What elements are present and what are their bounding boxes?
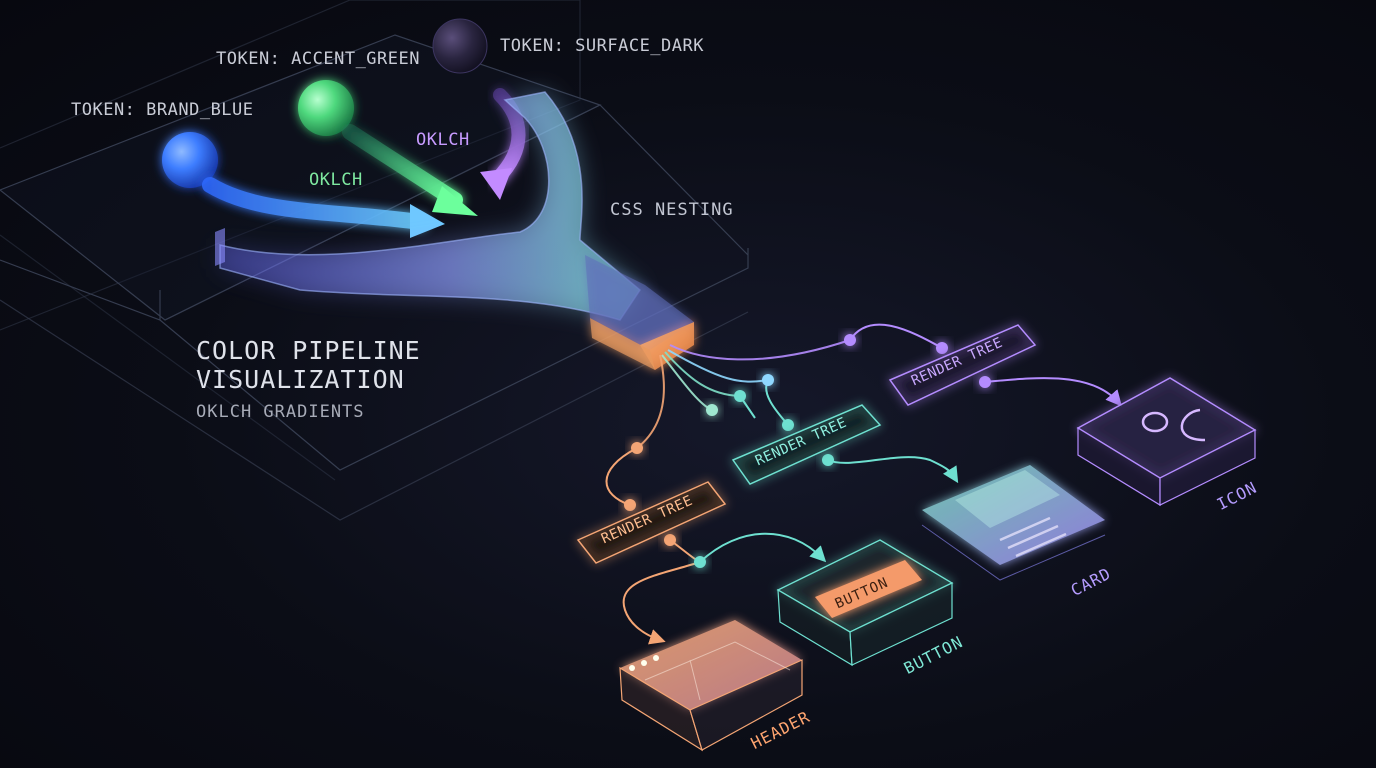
node-dot (936, 342, 948, 354)
node-dot (631, 442, 643, 454)
surface-dark-token-ball (432, 18, 488, 74)
button-component (776, 539, 954, 667)
accent-green-token-label: TOKEN: ACCENT_GREEN (216, 49, 420, 69)
title-line-2: VISUALIZATION (196, 365, 405, 394)
surface-dark-token-label: TOKEN: SURFACE_DARK (500, 36, 704, 56)
render-tree-box-teal (731, 404, 882, 485)
button-inner-pill (815, 560, 922, 618)
main-pipeline-tube (215, 91, 641, 321)
node-dot (706, 404, 718, 416)
node-dot (624, 499, 636, 511)
node-dot (782, 419, 794, 431)
brand-blue-token-label: TOKEN: BRAND_BLUE (71, 100, 254, 120)
branch-wires (636, 339, 851, 449)
surface-dark-token-name: SURFACE_DARK (575, 36, 704, 56)
node-dot (979, 376, 991, 388)
node-dot (694, 556, 706, 568)
blue-flow-arrowhead (410, 204, 445, 238)
title-line-1: COLOR PIPELINE (196, 336, 421, 365)
node-dot (664, 534, 676, 546)
icon-component (1076, 377, 1257, 507)
purple-flow-arrowhead (480, 168, 512, 200)
card-component (921, 465, 1106, 581)
token-prefix: TOKEN: (71, 100, 147, 120)
render-tree-box-orange (576, 481, 727, 564)
node-dot (844, 334, 856, 346)
header-component (619, 620, 803, 752)
render-tree-box-purple (888, 324, 1037, 406)
purple-render-branch (849, 323, 1122, 407)
green-flow-arrowhead (432, 186, 478, 216)
accent-green-token-name: ACCENT_GREEN (291, 49, 420, 69)
diagram-title: COLOR PIPELINE VISUALIZATION (196, 336, 421, 394)
glass-slabs (0, 0, 749, 521)
accent-green-token-ball (298, 80, 354, 136)
css-nesting-label: CSS NESTING (610, 200, 734, 220)
green-flow-arrow (342, 124, 463, 208)
css-nesting-nozzle (585, 255, 694, 370)
token-prefix: TOKEN: (216, 49, 292, 69)
diagram-subtitle: OKLCH GRADIENTS (196, 402, 365, 422)
node-dot (822, 454, 834, 466)
brand-blue-token-ball (162, 132, 218, 188)
oklch-purple-label: OKLCH (416, 130, 470, 150)
node-dot (734, 390, 746, 402)
token-prefix: TOKEN: (500, 36, 576, 56)
oklch-green-label: OKLCH (309, 170, 363, 190)
brand-blue-token-name: BRAND_BLUE (146, 100, 254, 120)
wire-nodes (624, 334, 991, 568)
button-connector (699, 532, 827, 563)
node-dot (762, 374, 774, 386)
blue-flow-arrow (202, 177, 428, 230)
